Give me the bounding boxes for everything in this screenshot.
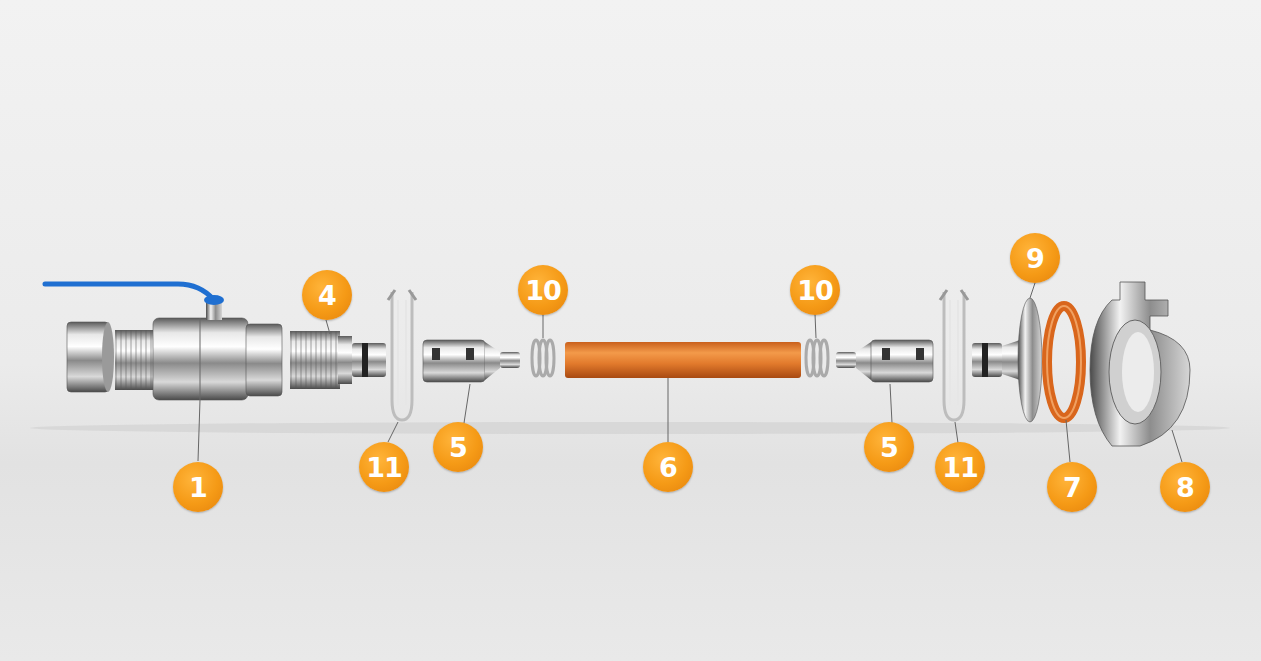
callout-number: 5: [864, 422, 914, 472]
callout-text: 8: [1176, 474, 1194, 501]
callout-number: 10: [790, 265, 840, 315]
callout-number: 10: [518, 265, 568, 315]
callout-number: 7: [1047, 462, 1097, 512]
callout-text: 10: [797, 277, 833, 304]
callout-text: 6: [659, 454, 677, 481]
callout-number: 8: [1160, 462, 1210, 512]
callout-text: 1: [189, 474, 207, 501]
callout-number: 6: [643, 442, 693, 492]
callout-text: 11: [942, 454, 978, 481]
callout-number: 4: [302, 270, 352, 320]
callout-number: 5: [433, 422, 483, 472]
callout-number: 11: [935, 442, 985, 492]
callout-number: 1: [173, 462, 223, 512]
callout-number: 11: [359, 442, 409, 492]
callout-text: 5: [880, 434, 898, 461]
callout-text: 7: [1063, 474, 1081, 501]
callout-text: 11: [366, 454, 402, 481]
callout-text: 5: [449, 434, 467, 461]
callout-text: 9: [1026, 245, 1044, 272]
callout-text: 10: [525, 277, 561, 304]
callout-text: 4: [318, 282, 336, 309]
callout-number: 9: [1010, 233, 1060, 283]
